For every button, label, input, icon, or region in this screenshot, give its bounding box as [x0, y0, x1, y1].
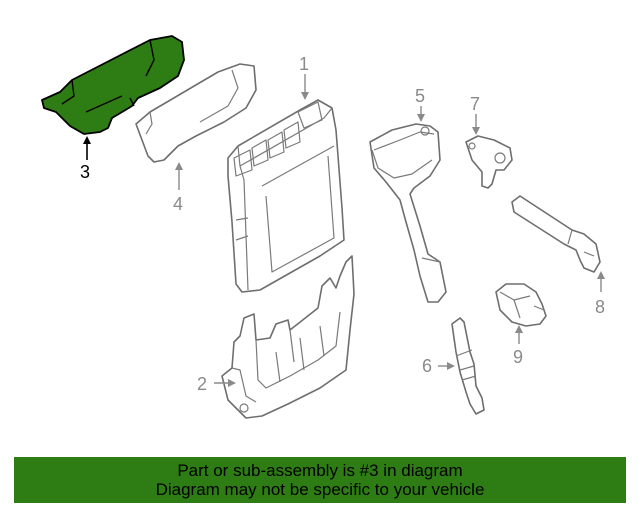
- part-8-sensor[interactable]: [511, 195, 601, 273]
- part-7-sensor[interactable]: [465, 135, 513, 189]
- banner-line-part: Part or sub-assembly is #3 in diagram: [177, 461, 463, 480]
- arrowhead-6: [447, 362, 455, 370]
- callout-5[interactable]: 5: [415, 86, 425, 106]
- info-banner: Part or sub-assembly is #3 in diagram Di…: [14, 457, 626, 503]
- part-4-bracket[interactable]: [135, 63, 257, 163]
- part-2-holder[interactable]: [221, 255, 355, 419]
- arrowhead-2: [228, 379, 236, 387]
- callout-9[interactable]: 9: [513, 347, 523, 367]
- callout-6[interactable]: 6: [422, 356, 432, 376]
- arrowhead-5: [417, 114, 425, 122]
- arrowhead-4: [175, 162, 183, 170]
- part-9-cap[interactable]: [495, 283, 547, 327]
- arrowhead-9: [515, 325, 523, 333]
- part-5-ignition-coil[interactable]: [369, 123, 447, 303]
- part-3-cover-highlighted[interactable]: [41, 35, 185, 135]
- banner-line-disclaimer: Diagram may not be specific to your vehi…: [155, 480, 485, 499]
- arrowhead-3: [83, 136, 91, 144]
- part-1-ecu[interactable]: [227, 99, 345, 293]
- callout-7[interactable]: 7: [470, 94, 480, 114]
- callout-2[interactable]: 2: [197, 374, 207, 394]
- callout-8[interactable]: 8: [595, 297, 605, 317]
- part-6-spark-plug[interactable]: [451, 317, 485, 415]
- arrowhead-7: [472, 127, 480, 135]
- callout-1[interactable]: 1: [299, 54, 309, 74]
- arrowhead-1: [301, 92, 309, 100]
- arrowhead-8: [597, 271, 605, 279]
- callout-4[interactable]: 4: [173, 194, 183, 214]
- callout-3[interactable]: 3: [80, 162, 90, 182]
